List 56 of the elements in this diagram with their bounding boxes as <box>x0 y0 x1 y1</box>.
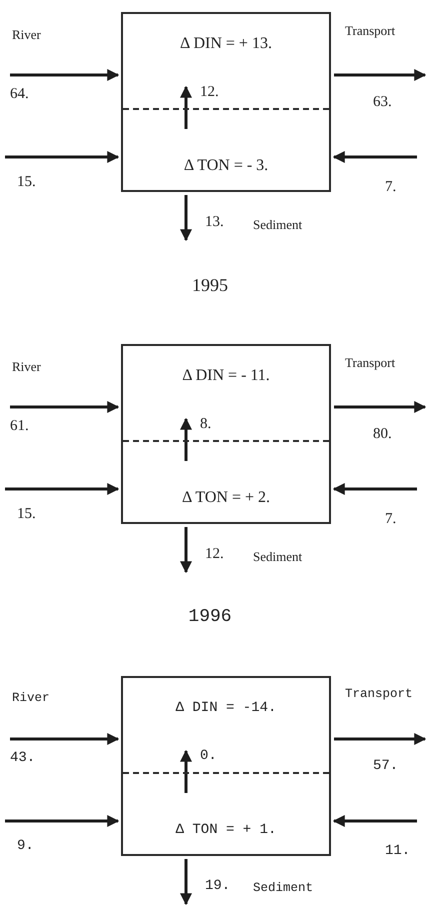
budget-equation: Δ TON = + 1. <box>176 823 276 837</box>
flux-label: Transport <box>345 356 396 368</box>
arrow <box>180 859 192 906</box>
arrow <box>5 815 120 827</box>
arrow <box>332 815 417 827</box>
edge-label: 12. <box>200 84 219 100</box>
edge-label: 9. <box>17 839 34 853</box>
flux-label: Transport <box>345 24 396 36</box>
arrow <box>180 527 192 574</box>
edge-label: 80. <box>373 426 392 442</box>
budget-box <box>121 12 331 192</box>
flux-label: Sediment <box>253 882 314 894</box>
flux-label: Transport <box>345 688 413 700</box>
flux-label: Sediment <box>253 218 302 230</box>
arrow <box>180 418 192 461</box>
arrow <box>332 483 417 495</box>
arrow <box>10 733 120 745</box>
budget-equation: Δ DIN = + 13. <box>180 36 272 52</box>
arrow <box>334 733 426 745</box>
edge-label: 13. <box>205 214 224 230</box>
edge-label: 64. <box>10 86 29 102</box>
arrow <box>180 195 192 242</box>
arrow <box>180 750 192 793</box>
arrow <box>334 69 426 81</box>
flux-label: River <box>12 692 50 704</box>
edge-label: 43. <box>10 751 36 765</box>
flux-label: River <box>12 360 41 372</box>
edge-label: 57. <box>373 759 398 773</box>
edge-label: 8. <box>200 416 212 432</box>
budget-box <box>121 676 331 856</box>
budget-equation: Δ TON = - 3. <box>184 158 268 174</box>
flux-label: Sediment <box>253 550 302 562</box>
edge-label: 0. <box>200 749 217 763</box>
arrow <box>332 151 417 163</box>
flux-label: River <box>12 28 41 40</box>
arrow <box>10 69 120 81</box>
budget-equation: Δ DIN = -14. <box>176 701 276 715</box>
arrow <box>180 86 192 129</box>
year-caption: 1995 <box>192 276 228 294</box>
arrow <box>10 401 120 413</box>
arrow <box>5 151 120 163</box>
budget-box <box>121 344 331 524</box>
arrow <box>334 401 426 413</box>
edge-label: 15. <box>17 506 36 522</box>
edge-label: 15. <box>17 174 36 190</box>
edge-label: 7. <box>385 512 396 526</box>
edge-label: 11. <box>385 844 410 858</box>
budget-equation: Δ TON = + 2. <box>182 490 270 506</box>
edge-label: 7. <box>385 180 396 194</box>
arrow <box>5 483 120 495</box>
edge-label: 63. <box>373 94 392 110</box>
budget-equation: Δ DIN = - 11. <box>182 368 270 384</box>
edge-label: 61. <box>10 418 29 434</box>
year-caption: 1996 <box>188 608 232 626</box>
edge-label: 12. <box>205 546 224 562</box>
edge-label: 19. <box>205 879 230 893</box>
